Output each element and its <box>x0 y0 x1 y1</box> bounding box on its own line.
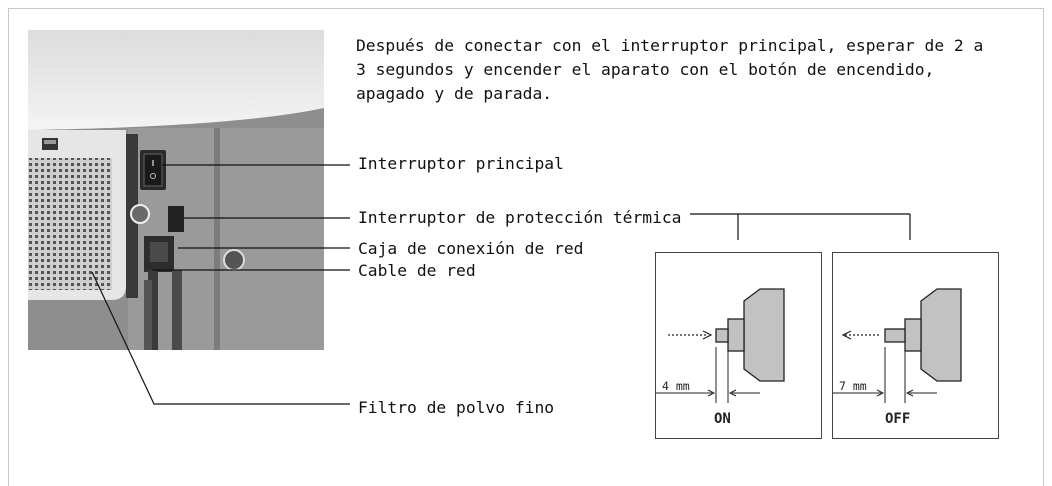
label-mains-cable: Cable de red <box>358 261 476 280</box>
off-distance: 7 mm <box>839 379 867 393</box>
label-main-switch: Interruptor principal <box>358 154 564 173</box>
content-frame <box>8 8 1044 486</box>
on-distance: 4 mm <box>662 379 690 393</box>
off-state: OFF <box>885 411 911 427</box>
on-state: ON <box>714 411 731 427</box>
diagram-on: 4 mm ON <box>655 252 822 439</box>
diagram-off: 7 mm OFF <box>832 252 999 439</box>
device-photo <box>28 30 324 350</box>
label-dust-filter: Filtro de polvo fino <box>358 398 555 417</box>
intro-text: Después de conectar con el interruptor p… <box>356 36 984 103</box>
label-mains-box: Caja de conexión de red <box>358 239 584 258</box>
label-thermal-switch: Interruptor de protección térmica <box>358 208 682 227</box>
